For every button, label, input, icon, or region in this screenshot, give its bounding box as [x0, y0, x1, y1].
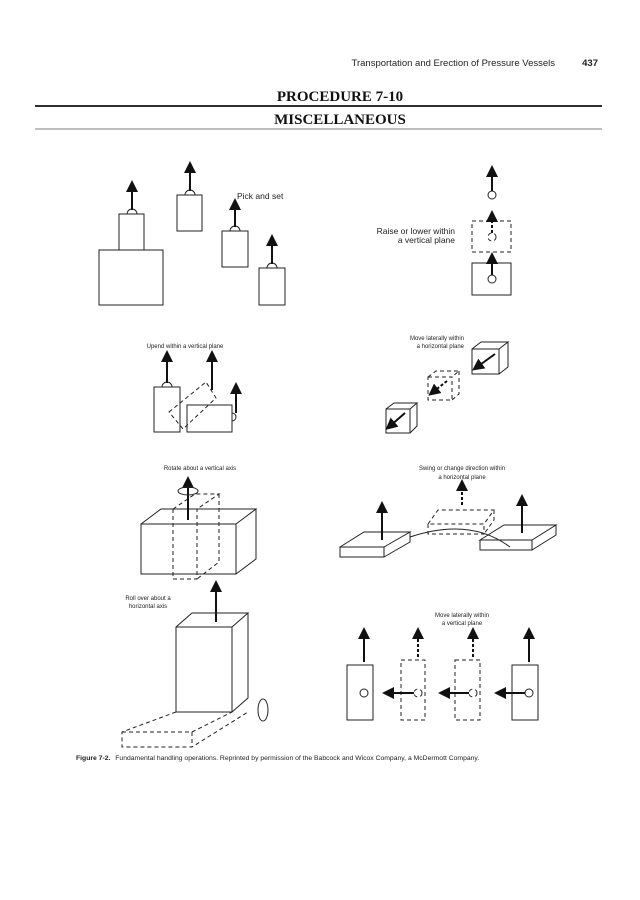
caption-label: Figure 7-2.: [76, 755, 110, 762]
caption-text: Fundamental handling operations. Reprint…: [115, 755, 479, 762]
label-swing-line1: Swing or change direction within: [419, 466, 505, 472]
label-move-vertical-line1: Move laterally within: [435, 613, 489, 619]
upend-diagram: [153, 350, 242, 433]
rotate-diagram: [140, 476, 258, 580]
label-raise-lower-line1: Raise or lower within: [377, 226, 456, 236]
label-pick-and-set: Pick and set: [237, 191, 284, 201]
procedure-number: PROCEDURE 7-10: [277, 89, 403, 105]
move-vertical-diagram: [346, 627, 539, 721]
roll-over-diagram: [121, 580, 269, 748]
label-move-horizontal-line2: a horizontal plane: [417, 344, 465, 350]
label-swing-line2: a horizontal plane: [438, 475, 486, 481]
procedure-title: MISCELLANEOUS: [274, 112, 406, 128]
label-roll-line2: horizontal axis: [129, 604, 167, 610]
swing-diagram: [339, 479, 558, 558]
label-move-horizontal-line1: Move laterally within: [410, 336, 464, 342]
move-horizontal-diagram: [385, 341, 510, 434]
pick-and-set-diagram: [98, 161, 286, 306]
label-roll-line1: Roll over about a: [125, 596, 171, 602]
raise-lower-diagram: [471, 165, 512, 296]
page-number: 437: [582, 58, 598, 69]
label-upend: Upend within a vertical plane: [147, 344, 224, 350]
figure-caption: Figure 7-2. Fundamental handling operati…: [76, 755, 479, 762]
label-rotate: Rotate about a vertical axis: [164, 466, 236, 472]
running-title: Transportation and Erection of Pressure …: [352, 58, 556, 69]
label-move-vertical-line2: a vertical plane: [442, 621, 483, 627]
label-raise-lower-line2: a vertical plane: [398, 235, 455, 245]
